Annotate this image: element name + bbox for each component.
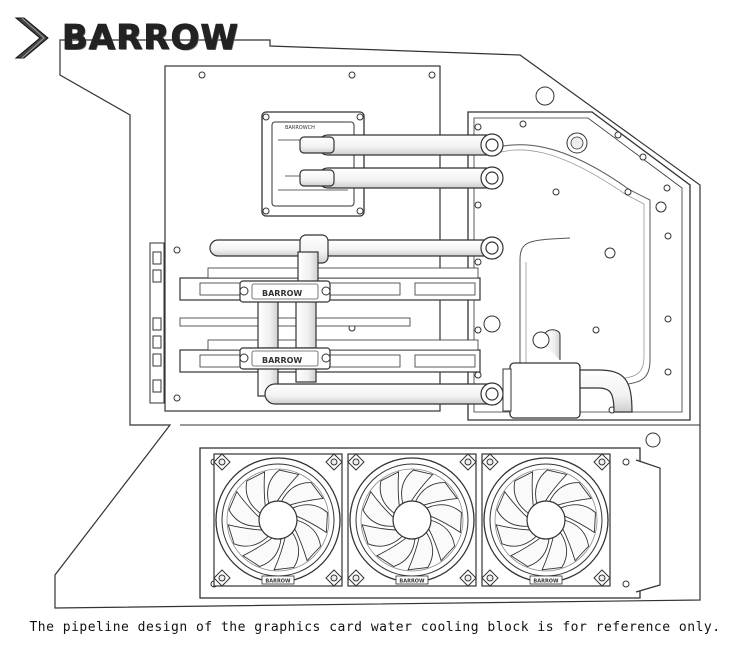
cpu-waterblock: BARROWCH (261, 111, 365, 217)
brand-logo: BARROW (14, 14, 239, 62)
chevron-logo-icon (14, 17, 49, 59)
pump-unit (502, 331, 633, 419)
bridge-tag-bottom-label: BARROW (262, 356, 302, 365)
fan-2: BARROW (347, 453, 477, 587)
case-outline (54, 39, 701, 609)
gpu-bridge-bottom: BARROW (239, 347, 331, 370)
brand-name: BARROW (62, 18, 239, 59)
fan-1: BARROW (213, 453, 343, 587)
radiator-fans: BARROW BARROW BARROW (213, 453, 611, 587)
fan-tag-label: BARROW (533, 579, 559, 585)
hard-tubes (209, 134, 502, 405)
bridge-tag-top-label: BARROW (262, 289, 302, 298)
diagram-caption: The pipeline design of the graphics card… (29, 620, 721, 635)
fitting-rings (480, 133, 504, 406)
fan-3: BARROW (481, 453, 611, 587)
cpu-block-logo: BARROWCH (285, 125, 315, 131)
fan-tag-label: BARROW (265, 579, 291, 585)
pci-bracket (149, 242, 165, 404)
gpu-bridge-top: BARROW (239, 280, 331, 303)
fan-tag-label: BARROW (399, 579, 425, 585)
